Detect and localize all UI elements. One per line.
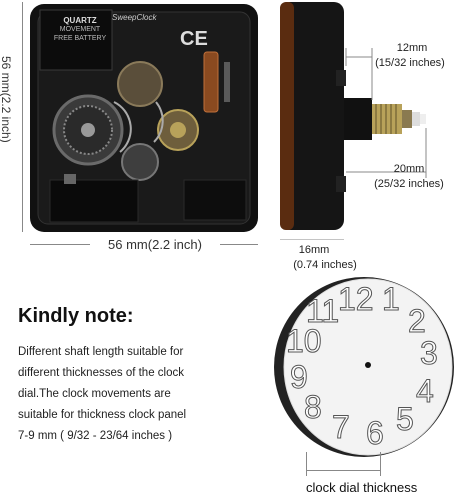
movement-label-line: QUARTZ xyxy=(63,16,97,25)
height-dimension-line xyxy=(22,2,23,232)
numeral-5: 5 xyxy=(396,401,415,438)
note-line: suitable for thickness clock panel xyxy=(18,409,187,421)
body-depth-in: (0.74 inches) xyxy=(293,259,357,271)
body-depth-mm: 16mm xyxy=(298,244,330,256)
note-body: Different shaft length suitable for diff… xyxy=(18,342,258,447)
height-dimension-label: 56 mm(2.2 inch) xyxy=(0,56,13,143)
movement-label-line: FREE BATTERY xyxy=(53,35,107,42)
numeral-11: 11 xyxy=(305,293,340,330)
numeral-3: 3 xyxy=(420,335,439,372)
shaft-thread-mm: 12mm xyxy=(396,42,428,54)
note-line: different thicknesses of the clock xyxy=(18,367,184,379)
numeral-1: 1 xyxy=(382,281,401,318)
note-title: Kindly note: xyxy=(18,305,134,327)
clock-dial xyxy=(274,277,454,457)
dial-thickness-line xyxy=(306,470,381,471)
movement-label-line: MOVEMENT xyxy=(59,26,101,33)
shaft-thread-in: (15/32 inches) xyxy=(375,57,445,69)
numeral-9: 9 xyxy=(290,359,309,396)
numeral-4: 4 xyxy=(416,373,435,410)
movement-front-view xyxy=(30,4,258,232)
dial-thickness-label: clock dial thickness xyxy=(306,480,418,495)
movement-label: QUARTZ MOVEMENT FREE BATTERY xyxy=(44,16,116,43)
dial-thickness-tick-right xyxy=(380,452,381,476)
movement-logo-text: SweepClock xyxy=(112,13,157,22)
note-line: 7-9 mm ( 9/32 - 23/64 inches ) xyxy=(18,430,173,442)
note-line: dial.The clock movements are xyxy=(18,388,171,400)
shaft-total-mm: 20mm xyxy=(393,163,425,175)
numeral-10: 10 xyxy=(286,323,323,360)
numeral-12: 12 xyxy=(338,281,375,318)
movement-side-view xyxy=(280,2,427,240)
width-dimension-label: 56 mm(2.2 inch) xyxy=(90,237,220,252)
numeral-8: 8 xyxy=(304,389,323,426)
ce-mark: CE xyxy=(180,28,208,50)
note-line: Different shaft length suitable for xyxy=(18,346,184,358)
shaft-total-in: (25/32 inches) xyxy=(374,178,444,190)
numeral-2: 2 xyxy=(408,303,427,340)
numeral-7: 7 xyxy=(332,409,351,446)
dial-thickness-tick-left xyxy=(306,452,307,476)
numeral-6: 6 xyxy=(366,415,385,452)
dial-center-hole xyxy=(365,362,371,368)
dial-numerals: 12 1 2 3 4 5 6 7 8 9 10 11 xyxy=(268,275,454,465)
